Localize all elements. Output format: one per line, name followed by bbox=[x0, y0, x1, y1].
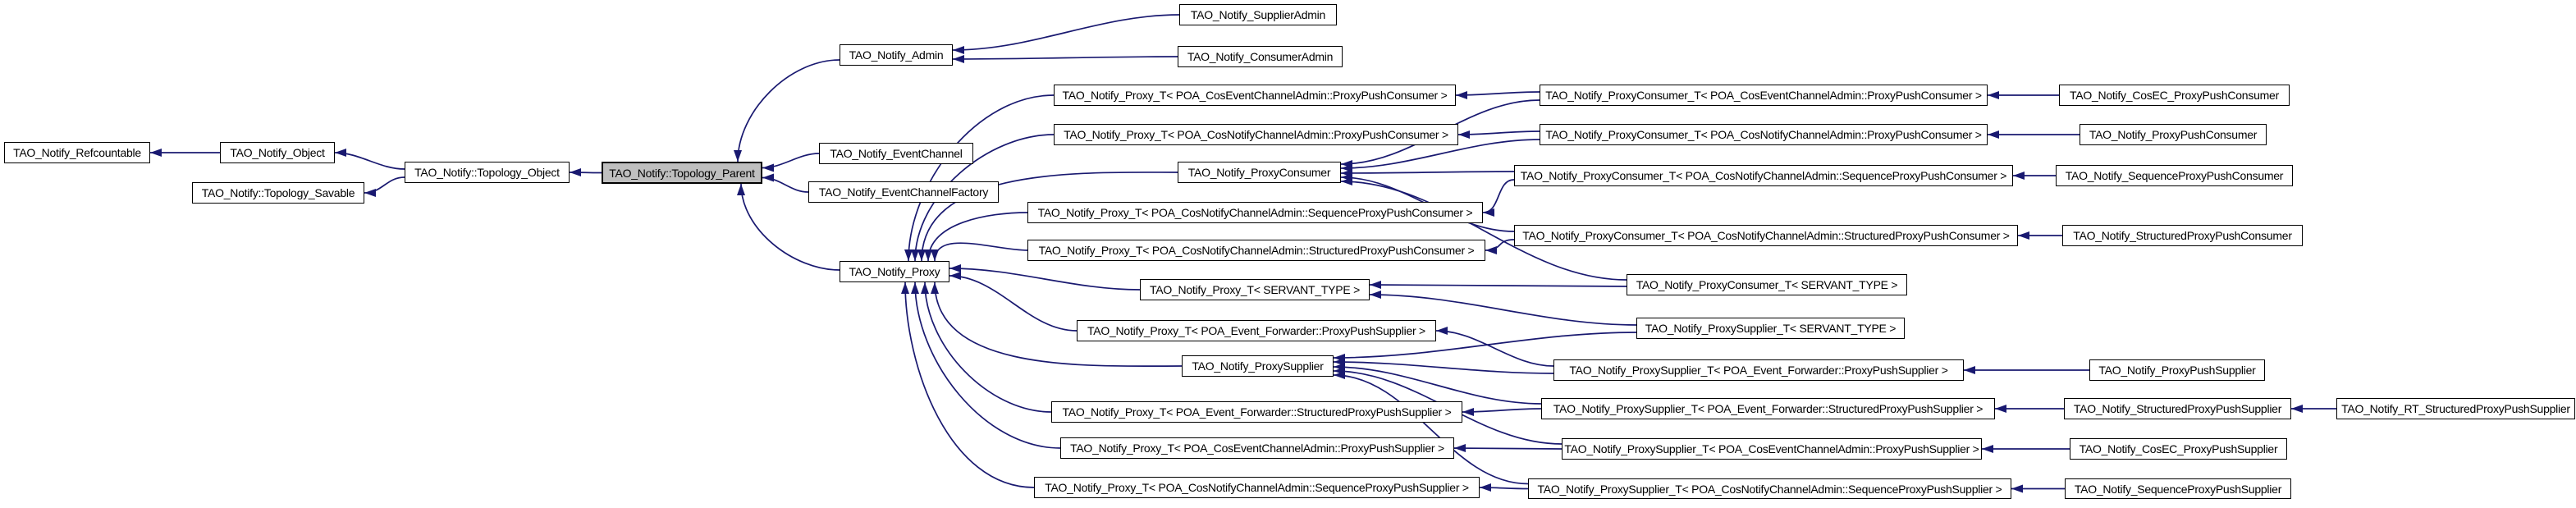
inheritance-edge-proxy-topology_parent bbox=[737, 183, 840, 271]
inheritance-edge-proxy_consumer-proxy bbox=[917, 172, 1178, 262]
graph-node-ppc[interactable]: TAO_Notify_ProxyPushConsumer bbox=[2080, 124, 2267, 145]
inheritance-edge-ps_t_ef_pps-proxy_t_ef_pps bbox=[1435, 327, 1554, 367]
inheritance-edge-pc_t_seq_ppc-proxy_t_seq_ppc bbox=[1482, 179, 1515, 217]
graph-node-ps_t_seq_pps[interactable]: TAO_Notify_ProxySupplier_T< POA_CosNotif… bbox=[1528, 478, 2011, 499]
graph-node-pc_t_servant[interactable]: TAO_Notify_ProxyConsumer_T< SERVANT_TYPE… bbox=[1627, 274, 1907, 295]
graph-node-proxy_t_cosec_pps[interactable]: TAO_Notify_Proxy_T< POA_CosEventChannelA… bbox=[1060, 437, 1454, 459]
inheritance-edge-proxy_t_ef_pps-proxy bbox=[949, 272, 1078, 332]
graph-node-proxy_t_servant[interactable]: TAO_Notify_Proxy_T< SERVANT_TYPE > bbox=[1140, 279, 1370, 300]
graph-node-admin[interactable]: TAO_Notify_Admin bbox=[840, 44, 953, 66]
graph-node-refcountable[interactable]: TAO_Notify_Refcountable bbox=[4, 142, 150, 163]
graph-node-proxy_t_cosnotify_ppc[interactable]: TAO_Notify_Proxy_T< POA_CosNotifyChannel… bbox=[1054, 124, 1458, 145]
inheritance-edge-proxy_t_cosnotify_ppc-proxy bbox=[911, 134, 1055, 262]
graph-node-proxy[interactable]: TAO_Notify_Proxy bbox=[840, 261, 949, 282]
inheritance-edge-pc_t_cosnotify_ppc-proxy_t_cosnotify_ppc bbox=[1457, 130, 1540, 139]
graph-node-pc_t_struct_ppc[interactable]: TAO_Notify_ProxyConsumer_T< POA_CosNotif… bbox=[1514, 225, 2018, 246]
graph-node-supplier_admin[interactable]: TAO_Notify_SupplierAdmin bbox=[1179, 4, 1337, 25]
inheritance-edge-ps_t_seq_pps-proxy_t_seq_pps bbox=[1479, 483, 1529, 492]
inheritance-edge-proxy_supplier-proxy bbox=[931, 281, 1183, 368]
graph-node-pps[interactable]: TAO_Notify_ProxyPushSupplier bbox=[2089, 359, 2265, 381]
inheritance-edge-ps_t_ef_spps-proxy_supplier bbox=[1333, 363, 1542, 405]
inheritance-edge-ps_t_seq_pps-proxy_supplier bbox=[1333, 371, 1529, 485]
graph-node-pc_t_seq_ppc[interactable]: TAO_Notify_ProxyConsumer_T< POA_CosNotif… bbox=[1514, 165, 2013, 186]
inheritance-edge-ps_t_servant-proxy_t_servant bbox=[1369, 291, 1637, 326]
graph-node-ps_t_ef_spps[interactable]: TAO_Notify_ProxySupplier_T< POA_Event_Fo… bbox=[1541, 398, 1995, 419]
inheritance-edge-pc_t_cosnotify_ppc-proxy_consumer bbox=[1340, 139, 1540, 172]
graph-node-pc_t_cosnotify_ppc[interactable]: TAO_Notify_ProxyConsumer_T< POA_CosNotif… bbox=[1540, 124, 1988, 145]
graph-node-event_channel_factory[interactable]: TAO_Notify_EventChannelFactory bbox=[808, 181, 999, 203]
graph-node-ps_t_cosec_pps[interactable]: TAO_Notify_ProxySupplier_T< POA_CosEvent… bbox=[1562, 438, 1982, 460]
inheritance-edge-pc_t_servant-proxy_t_servant bbox=[1369, 281, 1627, 290]
inheritance-edge-pc_t_struct_ppc-proxy_t_struct_ppc bbox=[1485, 239, 1515, 254]
inheritance-edge-ps_t_ef_pps-proxy_supplier bbox=[1333, 358, 1554, 374]
graph-node-rt_struct_pps[interactable]: TAO_Notify_RT_StructuredProxyPushSupplie… bbox=[2336, 398, 2575, 419]
inheritance-edge-ps_t_ef_spps-proxy_t_ef_spps bbox=[1462, 407, 1542, 416]
inheritance-edge-event_channel_factory-topology_parent bbox=[762, 173, 809, 193]
inheritance-edge-pc_t_cosec_ppc-proxy_t_cosec_ppc bbox=[1455, 90, 1540, 99]
inheritance-edge-supplier_admin-admin bbox=[952, 14, 1180, 54]
graph-node-proxy_t_cosec_ppc[interactable]: TAO_Notify_Proxy_T< POA_CosEventChannelA… bbox=[1054, 85, 1456, 106]
graph-node-proxy_t_seq_pps[interactable]: TAO_Notify_Proxy_T< POA_CosNotifyChannel… bbox=[1034, 477, 1480, 498]
inheritance-edge-proxy_t_seq_ppc-proxy bbox=[924, 212, 1028, 262]
inheritance-edge-proxy_t_seq_pps-proxy bbox=[901, 281, 1035, 488]
graph-node-proxy_consumer[interactable]: TAO_Notify_ProxyConsumer bbox=[1178, 162, 1341, 183]
graph-node-proxy_t_ef_pps[interactable]: TAO_Notify_Proxy_T< POA_Event_Forwarder:… bbox=[1077, 320, 1436, 341]
graph-node-seq_pps[interactable]: TAO_Notify_SequenceProxyPushSupplier bbox=[2065, 478, 2291, 499]
graph-node-cosec_pps[interactable]: TAO_Notify_CosEC_ProxyPushSupplier bbox=[2070, 438, 2287, 460]
graph-node-proxy_t_seq_ppc[interactable]: TAO_Notify_Proxy_T< POA_CosNotifyChannel… bbox=[1027, 202, 1483, 223]
inheritance-edge-event_channel-topology_parent bbox=[762, 153, 820, 172]
graph-node-seq_ppc[interactable]: TAO_Notify_SequenceProxyPushConsumer bbox=[2056, 165, 2293, 186]
inheritance-edge-proxy_t_ef_spps-proxy bbox=[921, 281, 1052, 413]
graph-node-topology_parent: TAO_Notify::Topology_Parent bbox=[602, 162, 762, 184]
inheritance-edge-pc_t_servant-proxy_consumer bbox=[1340, 177, 1627, 281]
inheritance-edge-topology_object-topology_savable bbox=[364, 176, 405, 197]
inheritance-edge-ps_t_servant-proxy_supplier bbox=[1333, 332, 1637, 362]
graph-node-event_channel[interactable]: TAO_Notify_EventChannel bbox=[819, 143, 973, 164]
graph-node-proxy_supplier[interactable]: TAO_Notify_ProxySupplier bbox=[1182, 355, 1334, 377]
graph-node-cosec_ppc[interactable]: TAO_Notify_CosEC_ProxyPushConsumer bbox=[2059, 85, 2290, 106]
inheritance-edge-consumer_admin-admin bbox=[952, 54, 1178, 63]
inheritance-edge-proxy_t_cosec_pps-proxy bbox=[911, 281, 1061, 449]
graph-node-pc_t_cosec_ppc[interactable]: TAO_Notify_ProxyConsumer_T< POA_CosEvent… bbox=[1540, 85, 1988, 106]
graph-node-struct_ppc[interactable]: TAO_Notify_StructuredProxyPushConsumer bbox=[2062, 225, 2303, 246]
graph-node-struct_pps[interactable]: TAO_Notify_StructuredProxyPushSupplier bbox=[2064, 398, 2291, 419]
graph-node-object[interactable]: TAO_Notify_Object bbox=[220, 142, 335, 163]
graph-node-topology_savable[interactable]: TAO_Notify::Topology_Savable bbox=[192, 182, 364, 204]
graph-node-consumer_admin[interactable]: TAO_Notify_ConsumerAdmin bbox=[1178, 46, 1343, 67]
inheritance-edge-proxy_t_servant-proxy bbox=[949, 264, 1141, 291]
inheritance-edge-pc_t_seq_ppc-proxy_consumer bbox=[1340, 168, 1515, 177]
inheritance-edge-topology_parent-topology_object bbox=[569, 168, 602, 177]
inheritance-edge-topology_object-object bbox=[334, 149, 405, 170]
graph-node-ps_t_servant[interactable]: TAO_Notify_ProxySupplier_T< SERVANT_TYPE… bbox=[1636, 318, 1905, 339]
graph-node-proxy_t_struct_ppc[interactable]: TAO_Notify_Proxy_T< POA_CosNotifyChannel… bbox=[1027, 240, 1485, 261]
graph-node-topology_object[interactable]: TAO_Notify::Topology_Object bbox=[405, 162, 570, 183]
inheritance-edge-proxy_t_struct_ppc-proxy bbox=[931, 242, 1028, 262]
inheritance-edge-admin-topology_parent bbox=[734, 59, 840, 162]
graph-node-proxy_t_ef_spps[interactable]: TAO_Notify_Proxy_T< POA_Event_Forwarder:… bbox=[1051, 401, 1462, 423]
graph-node-ps_t_ef_pps[interactable]: TAO_Notify_ProxySupplier_T< POA_Event_Fo… bbox=[1553, 359, 1964, 381]
inheritance-edge-ps_t_cosec_pps-proxy_t_cosec_pps bbox=[1453, 444, 1563, 453]
